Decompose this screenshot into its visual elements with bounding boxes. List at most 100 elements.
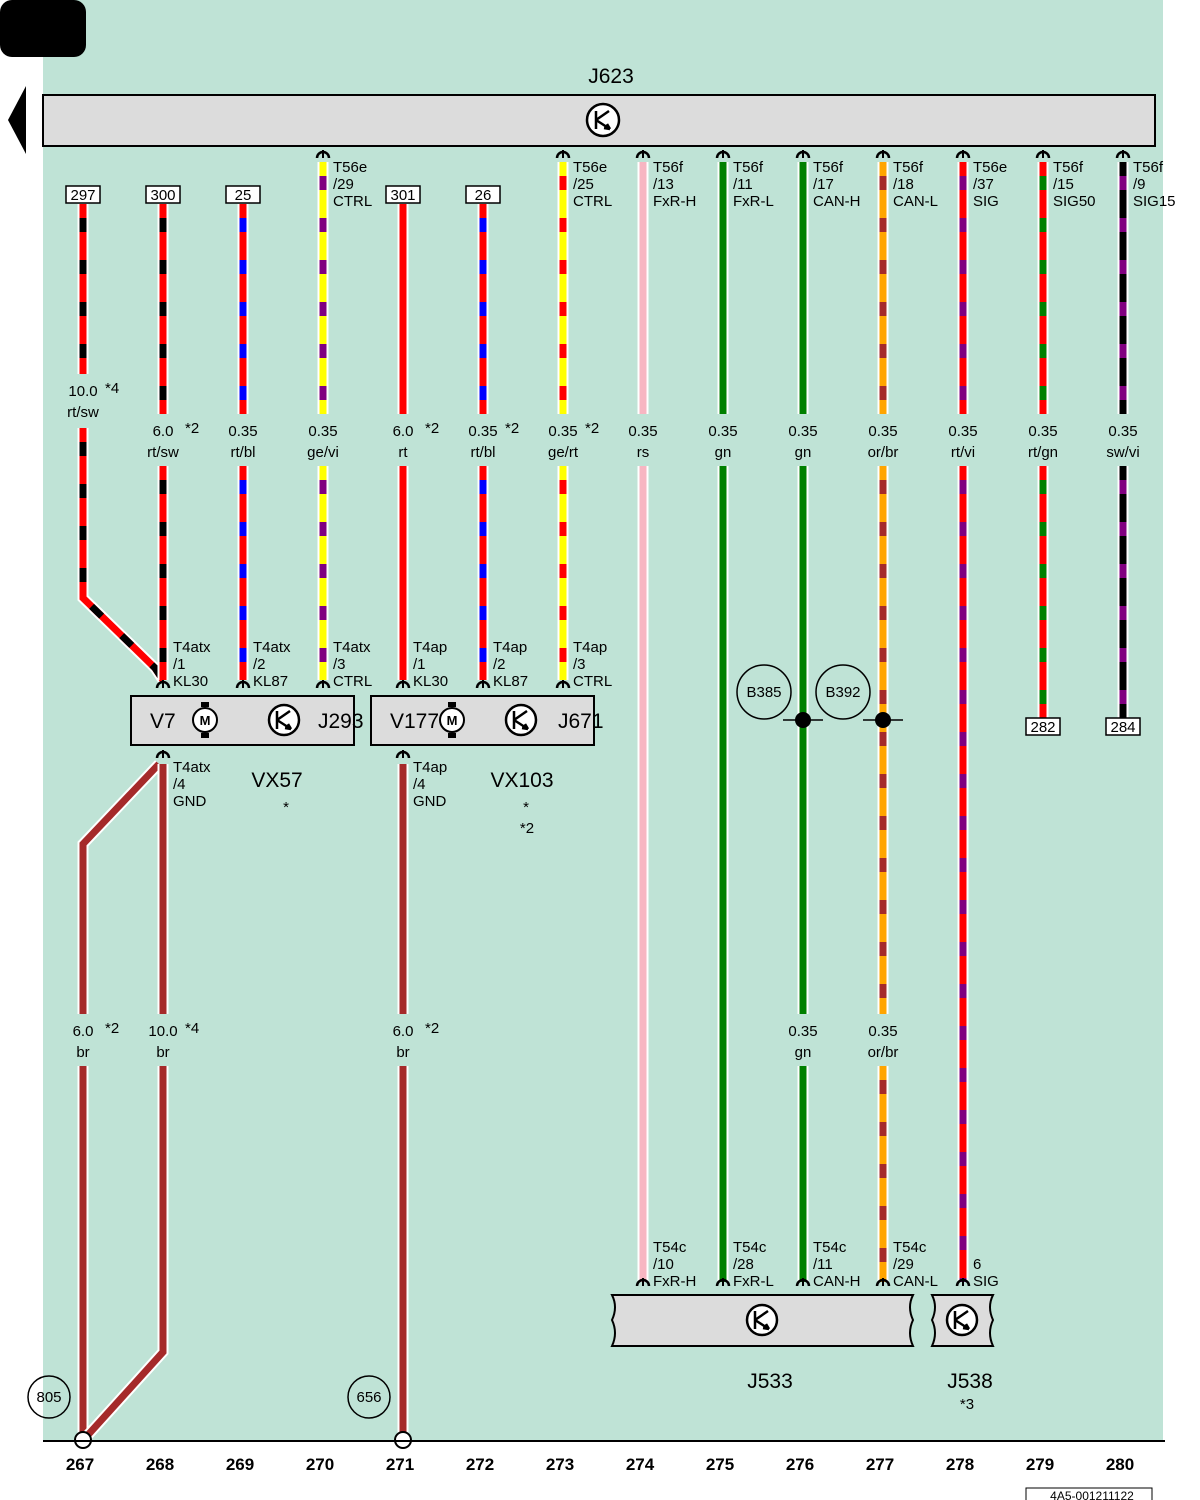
pin-label: /13 — [653, 176, 674, 193]
wire-size-label: 0.35 — [628, 423, 657, 440]
connector-label: T54c — [813, 1239, 847, 1256]
reference-number: 301 — [390, 187, 415, 204]
wire-note: *4 — [105, 380, 119, 397]
wire-size-label: 0.35 — [788, 423, 817, 440]
connector-label: T54c — [733, 1239, 767, 1256]
column-number: 277 — [866, 1455, 894, 1474]
column-number: 273 — [546, 1455, 574, 1474]
pin-label: /2 — [253, 656, 266, 673]
wire-color-label: rt/sw — [147, 444, 179, 461]
connector-label: T54c — [893, 1239, 927, 1256]
ground-label: 656 — [356, 1389, 381, 1406]
splice-label: B392 — [825, 684, 860, 701]
connector-label: T56e — [573, 159, 607, 176]
pin-label: /25 — [573, 176, 594, 193]
wire-color-label: rt — [398, 444, 408, 461]
signal-label: CAN-H — [813, 193, 861, 210]
pin-label: /10 — [653, 1256, 674, 1273]
connector-label: T56f — [653, 159, 684, 176]
wire-size-label: 0.35 — [708, 423, 737, 440]
connector-label: T4ap — [413, 759, 447, 776]
assembly-note-2: *2 — [520, 820, 534, 837]
connector-label: T4ap — [413, 639, 447, 656]
signal-label: CTRL — [333, 673, 372, 690]
signal-label: FxR-L — [733, 1273, 774, 1290]
wire-note: *2 — [425, 420, 439, 437]
wire-color-label: br — [76, 1044, 89, 1061]
pin-label: /29 — [893, 1256, 914, 1273]
svg-text:M: M — [200, 713, 211, 728]
pin-label: /1 — [173, 656, 186, 673]
signal-label: FxR-L — [733, 193, 774, 210]
wire-note: *2 — [585, 420, 599, 437]
connector-label: T56f — [1133, 159, 1164, 176]
signal-label: CTRL — [333, 193, 372, 210]
left-arrow-icon[interactable] — [8, 86, 26, 154]
column-number: 279 — [1026, 1455, 1054, 1474]
ground-reference-circle — [347, 1375, 391, 1419]
j623-label: J623 — [588, 65, 634, 88]
transistor-icon — [745, 1303, 779, 1337]
transistor-icon — [945, 1303, 979, 1337]
pin-label: /3 — [333, 656, 346, 673]
reference-number: 297 — [70, 187, 95, 204]
signal-label: CAN-L — [893, 193, 938, 210]
wire-color-label: ge/rt — [548, 444, 579, 461]
column-number: 267 — [66, 1455, 94, 1474]
connector-label: 6 — [973, 1256, 981, 1273]
wire-note: *2 — [105, 1020, 119, 1037]
splice-reference-circle — [736, 664, 792, 720]
pin-label: /1 — [413, 656, 426, 673]
assembly-note: * — [283, 799, 289, 816]
pin-label: /9 — [1133, 176, 1146, 193]
wire-note: *4 — [185, 1020, 199, 1037]
wire-size-label: 0.35 — [548, 423, 577, 440]
signal-label: KL30 — [173, 673, 208, 690]
column-number: 272 — [466, 1455, 494, 1474]
signal-label: FxR-H — [653, 193, 696, 210]
reference-box — [1105, 717, 1141, 736]
pin-label: /2 — [493, 656, 506, 673]
motor-icon: M — [439, 702, 465, 738]
pin-label: /11 — [813, 1256, 833, 1273]
connector-label: T56f — [893, 159, 924, 176]
column-number: 275 — [706, 1455, 734, 1474]
signal-label: GND — [173, 793, 207, 810]
connector-label: T56e — [973, 159, 1007, 176]
connector-label: T4atx — [173, 759, 211, 776]
wire-size-label: 0.35 — [948, 423, 977, 440]
signal-label: SIG15 — [1133, 193, 1176, 210]
column-number: 274 — [626, 1455, 655, 1474]
wire-size-label: 0.35 — [468, 423, 497, 440]
wire-color-label: rs — [637, 444, 650, 461]
wire — [84, 1066, 167, 1439]
reference-box — [145, 185, 181, 204]
transistor-icon — [267, 703, 301, 737]
signal-label: CTRL — [573, 673, 612, 690]
signal-label: CTRL — [573, 193, 612, 210]
wire — [79, 761, 162, 1014]
wire-color-label: sw/vi — [1106, 444, 1139, 461]
wire-color-label: ge/vi — [307, 444, 339, 461]
reference-number: 282 — [1030, 719, 1055, 736]
wire-size-label: 0.35 — [788, 1023, 817, 1040]
column-number: 268 — [146, 1455, 174, 1474]
component-box-v7 — [130, 695, 355, 746]
reference-box — [65, 185, 101, 204]
component-v177-j671: V177 M J671 VX103 * *2 — [370, 695, 604, 837]
signal-label: CAN-H — [813, 1273, 861, 1290]
connector-label: T56f — [733, 159, 764, 176]
wire-color-label: rt/vi — [951, 444, 975, 461]
wire-size-label: 0.35 — [1108, 423, 1137, 440]
connector-label: T4atx — [173, 639, 211, 656]
assembly-label-vx103: VX103 — [490, 769, 553, 792]
connector-label: T4ap — [573, 639, 607, 656]
column-number: 269 — [226, 1455, 254, 1474]
wire-size-label: 0.35 — [868, 423, 897, 440]
splice-dot — [795, 712, 811, 728]
transistor-icon — [585, 102, 621, 138]
wire-color-label: br — [396, 1044, 409, 1061]
splice-dot — [875, 712, 891, 728]
